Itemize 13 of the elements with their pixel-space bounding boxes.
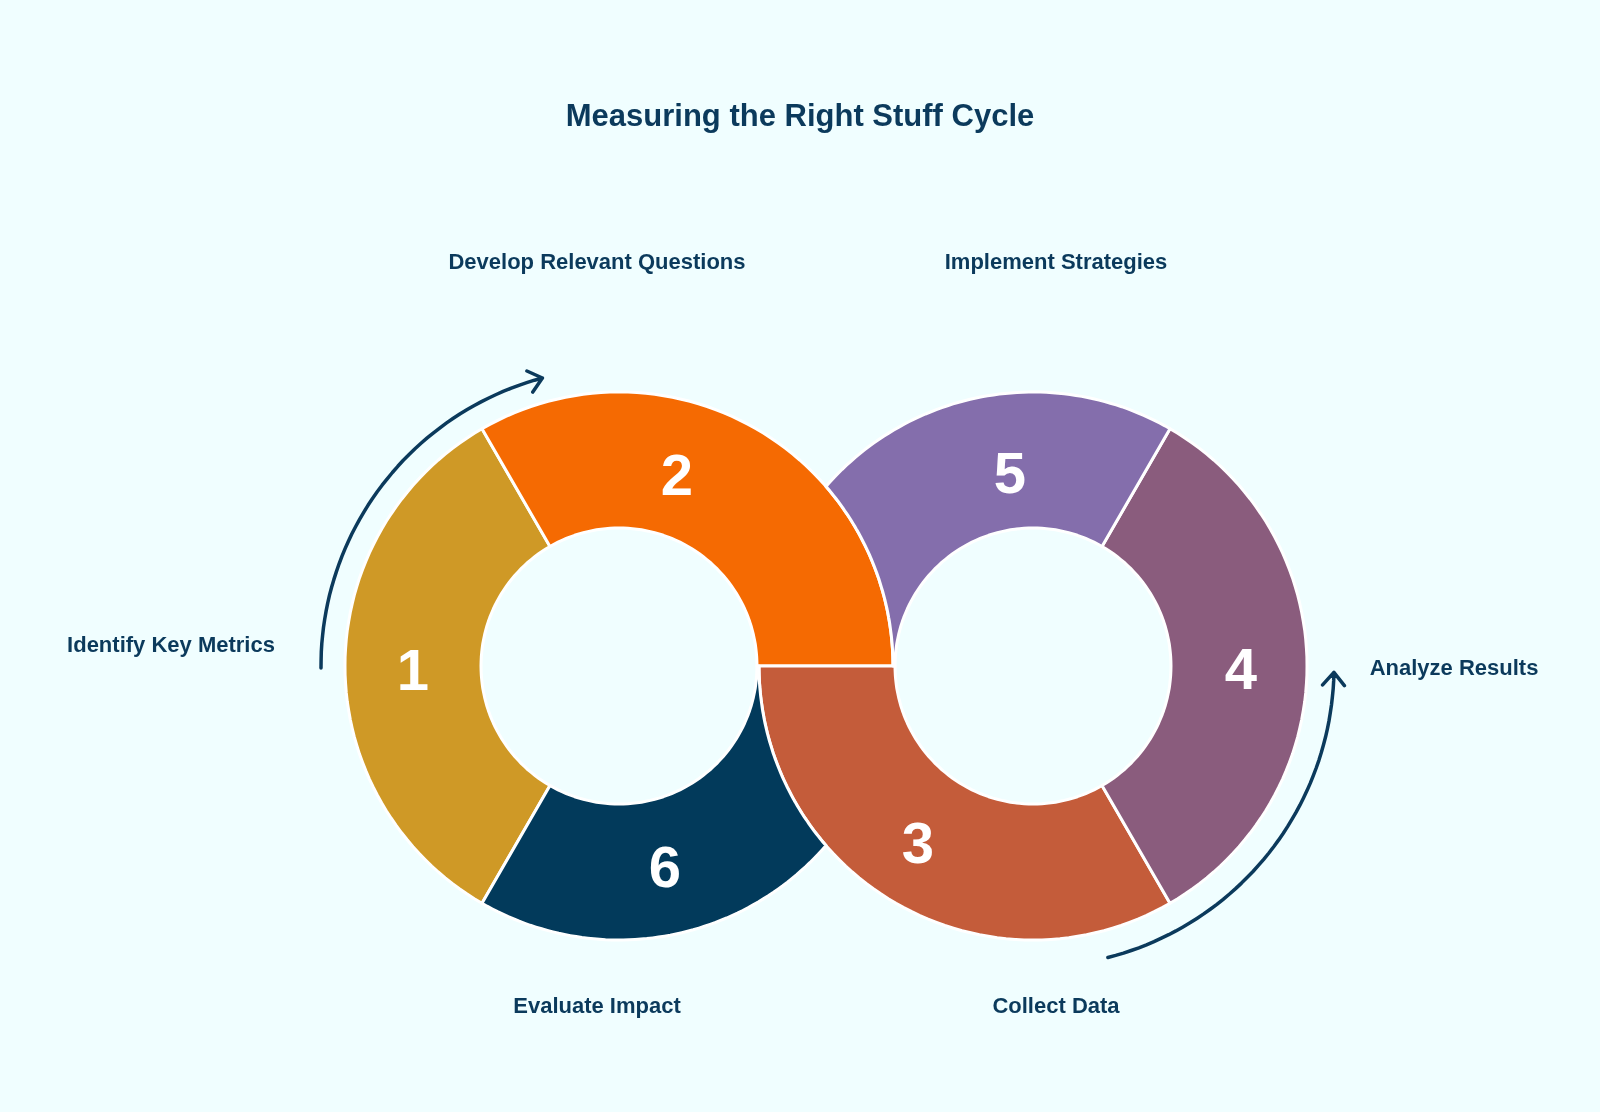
step-label: Implement Strategies xyxy=(944,248,1168,276)
step-number: 3 xyxy=(901,814,935,872)
step-number: 5 xyxy=(993,444,1027,502)
step-number: 1 xyxy=(396,641,430,699)
diagram-title: Measuring the Right Stuff Cycle xyxy=(565,97,1035,135)
step-number: 4 xyxy=(1224,640,1258,698)
step-label: Develop Relevant Questions xyxy=(448,248,746,276)
step-number: 2 xyxy=(660,446,694,504)
step-number: 6 xyxy=(648,838,682,896)
step-label: Identify Key Metrics xyxy=(67,631,275,659)
step-label: Evaluate Impact xyxy=(513,992,681,1020)
step-label: Analyze Results xyxy=(1369,654,1539,682)
step-label: Collect Data xyxy=(992,992,1120,1020)
